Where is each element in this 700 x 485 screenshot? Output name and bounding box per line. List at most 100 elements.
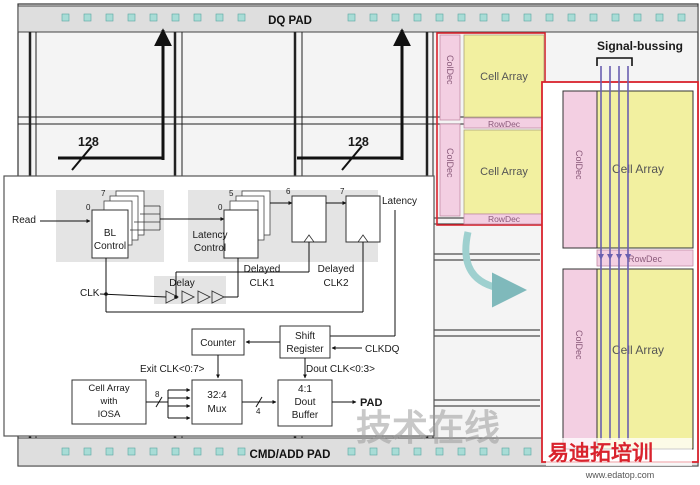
bl-control-line1: BL	[104, 228, 117, 239]
watermark: 技术在线 易迪拓培训 www.edatop.com	[356, 407, 692, 480]
dout-buffer-block: 4:1 Dout Buffer	[277, 379, 333, 427]
delayed-clk2-line2: CLK2	[323, 278, 348, 289]
read-latency-circuit: Read 7 0 BL Control	[3, 175, 435, 437]
cmd-add-pad-square	[369, 447, 378, 456]
exit-clk-label: Exit CLK<0:7>	[140, 364, 205, 375]
zoom-arrow	[462, 231, 527, 308]
bank-zoomed: Signal-bussing ColDec Cell Array RowDec …	[541, 39, 699, 463]
cmd-add-pad-square	[61, 447, 70, 456]
cmd-add-pad-square	[501, 447, 510, 456]
coldec-label-small-top: ColDec	[445, 55, 455, 85]
read-label: Read	[12, 215, 36, 226]
dq-pad-square	[171, 13, 180, 22]
bl-stack-top: 7	[101, 189, 106, 198]
cmd-add-pad-square	[83, 447, 92, 456]
cell-array-label-zoom-top: Cell Array	[612, 162, 664, 176]
cmd-add-pad-square	[127, 447, 136, 456]
signal-bus-lines	[600, 66, 629, 440]
cmd-add-pad-square	[105, 447, 114, 456]
latency-control-block: 5 0 Latency Control	[192, 189, 271, 259]
dout-buffer-line1: 4:1	[298, 384, 312, 395]
cmd-add-pad-square	[457, 447, 466, 456]
watermark-text: 技术在线	[356, 407, 500, 448]
shift-register-block: Shift Register	[279, 325, 331, 359]
register-6: 6	[286, 187, 327, 243]
latency-control-line2: Control	[194, 243, 226, 254]
latency-control-line1: Latency	[192, 230, 227, 241]
cmd-add-pad-label: CMD/ADD PAD	[250, 449, 331, 461]
bus-width-left: 128	[78, 135, 99, 149]
dq-pad-square	[391, 13, 400, 22]
bank-small: ColDec ColDec Cell Array RowDec Cell Arr…	[436, 32, 546, 226]
dout-buffer-line3: Buffer	[292, 410, 319, 421]
dq-pad-square	[457, 13, 466, 22]
shift-register-line2: Register	[286, 344, 324, 355]
mux-block: 32:4 Mux	[191, 379, 243, 425]
cmd-add-pad-square	[171, 447, 180, 456]
cell-array-label-small-top: Cell Array	[480, 71, 528, 83]
coldec-label-small-bottom: ColDec	[445, 148, 455, 178]
signal-bus-arrows	[598, 254, 631, 260]
dq-pad-square	[501, 13, 510, 22]
counter-block: Counter	[191, 328, 245, 356]
dq-pad-square	[149, 13, 158, 22]
rowdec-label-small-top: RowDec	[488, 119, 521, 129]
cmd-add-pad-square	[413, 447, 422, 456]
cmd-add-pad-square	[215, 447, 224, 456]
dq-pad-square	[215, 13, 224, 22]
cmd-add-pad-square	[347, 447, 356, 456]
dq-pad-square	[545, 13, 554, 22]
dq-pad-square	[61, 13, 70, 22]
lat-stack-bottom: 0	[218, 203, 223, 212]
mux-line2: Mux	[208, 404, 227, 415]
iosa-line2: with	[100, 396, 118, 407]
rowdec-label-zoom: RowDec	[628, 254, 663, 264]
bus-4-label: 4	[256, 407, 261, 416]
delayed-clk1-line2: CLK1	[249, 278, 274, 289]
dout-buffer-line2: Dout	[294, 397, 315, 408]
dq-pad-square	[237, 13, 246, 22]
counter-label: Counter	[200, 338, 236, 349]
dq-pad-square	[127, 13, 136, 22]
dq-pad-square	[193, 13, 202, 22]
dq-pad-square	[83, 13, 92, 22]
delay-chain: Delay	[154, 276, 226, 304]
cmd-add-pad-square	[193, 447, 202, 456]
cmd-add-pad-square	[523, 447, 532, 456]
dq-pad-square	[479, 13, 488, 22]
dq-pad-strip: DQ PAD	[17, 5, 699, 33]
bl-control-block: 7 0 BL Control	[86, 189, 161, 259]
dq-pad-square	[655, 13, 664, 22]
dq-pad-square	[435, 13, 444, 22]
signal-bussing-bracket	[596, 57, 633, 66]
cmd-add-pad-square	[391, 447, 400, 456]
iosa-line3: IOSA	[98, 409, 121, 420]
cell-array-label-zoom-bottom: Cell Array	[612, 343, 664, 357]
dq-pad-square	[633, 13, 642, 22]
dq-pad-square	[567, 13, 576, 22]
cmd-add-pad-square	[479, 447, 488, 456]
lat-stack-top: 5	[229, 189, 234, 198]
watermark-url: www.edatop.com	[585, 470, 655, 480]
cell-array-label-small-bottom: Cell Array	[480, 166, 528, 178]
register-6-label: 6	[286, 187, 291, 196]
clk-label: CLK	[80, 288, 100, 299]
dq-pad-label: DQ PAD	[268, 15, 312, 27]
dq-pad-square	[105, 13, 114, 22]
signal-bussing-label: Signal-bussing	[597, 39, 683, 53]
bus-width-right: 128	[348, 135, 369, 149]
coldec-label-zoom-bottom: ColDec	[574, 330, 584, 360]
cmd-add-pad-square	[237, 447, 246, 456]
dq-pad-square	[677, 13, 686, 22]
dq-pad-squares	[61, 13, 686, 22]
data-bus-right: 128	[297, 28, 411, 171]
bl-control-line2: Control	[94, 241, 126, 252]
dq-pad-square	[347, 13, 356, 22]
dq-pad-square	[369, 13, 378, 22]
cmd-add-pad-square	[435, 447, 444, 456]
coldec-label-zoom-top: ColDec	[574, 150, 584, 180]
delayed-clk2-line1: Delayed	[318, 264, 355, 275]
latency-label: Latency	[382, 196, 417, 207]
dout-clk-label: Dout CLK<0:3>	[306, 364, 375, 375]
